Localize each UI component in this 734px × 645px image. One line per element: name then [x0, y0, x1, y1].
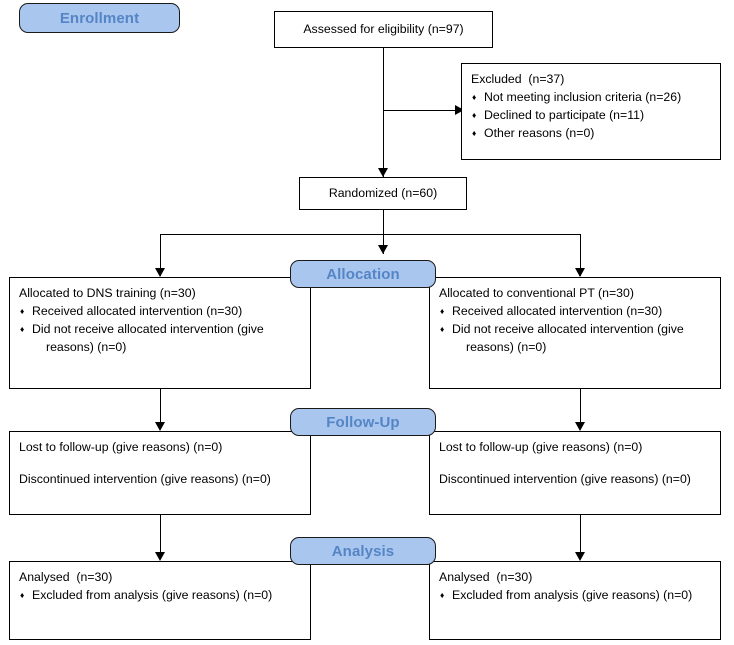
list-item: ♦ Did not receive allocated intervention…	[439, 321, 711, 356]
connector-randomized-down	[383, 209, 384, 254]
excluded-reason-list: ♦ Not meeting inclusion criteria (n=26) …	[471, 89, 711, 142]
list-item: ♦ Excluded from analysis (give reasons) …	[439, 587, 711, 604]
alloc-left-item-2-continuation: reasons) (n=0)	[46, 339, 127, 354]
list-item: ♦ Received allocated intervention (n=30)	[19, 303, 301, 320]
list-item: ♦ Did not receive allocated intervention…	[19, 321, 301, 356]
arrowhead-to-followup-right	[575, 422, 585, 431]
analysis-left-item-1: Excluded from analysis (give reasons) (n…	[32, 588, 273, 603]
node-analysis-right: Analysed (n=30) ♦ Excluded from analysis…	[429, 561, 721, 640]
node-followup-right: Lost to follow-up (give reasons) (n=0) D…	[429, 431, 721, 515]
node-allocation-left: Allocated to DNS training (n=30) ♦ Recei…	[9, 277, 311, 389]
analysis-right-list: ♦ Excluded from analysis (give reasons) …	[439, 587, 711, 604]
followup-right-line-2: Discontinued intervention (give reasons)…	[439, 472, 691, 487]
connector-split-left-down	[160, 234, 161, 276]
alloc-left-item-1: Received allocated intervention (n=30)	[32, 304, 243, 319]
connector-assessed-down	[383, 47, 384, 177]
arrowhead-to-excluded	[455, 105, 464, 115]
diamond-bullet-icon: ♦	[472, 128, 477, 139]
stage-banner-allocation: Allocation	[290, 260, 436, 288]
node-excluded: Excluded (n=37) ♦ Not meeting inclusion …	[461, 63, 721, 160]
alloc-left-list: ♦ Received allocated intervention (n=30)…	[19, 303, 301, 356]
diamond-bullet-icon: ♦	[20, 590, 25, 601]
arrowhead-to-alloc-right	[575, 268, 585, 277]
list-item: ♦ Declined to participate (n=11)	[471, 107, 711, 124]
stage-label-followup: Follow-Up	[326, 413, 400, 431]
list-item: ♦ Other reasons (n=0)	[471, 125, 711, 142]
connector-split-right-down	[580, 234, 581, 276]
arrowhead-randomized-split	[378, 245, 388, 254]
node-assessed-for-eligibility: Assessed for eligibility (n=97)	[274, 11, 493, 48]
list-item: ♦ Received allocated intervention (n=30)	[439, 303, 711, 320]
excluded-reason-3: Other reasons (n=0)	[484, 126, 595, 141]
stage-banner-followup: Follow-Up	[290, 408, 436, 436]
alloc-left-title: Allocated to DNS training (n=30)	[19, 286, 196, 300]
arrowhead-to-analysis-right	[575, 552, 585, 561]
alloc-right-item-2: Did not receive allocated intervention (…	[452, 322, 684, 337]
node-allocation-right: Allocated to conventional PT (n=30) ♦ Re…	[429, 277, 721, 389]
randomized-text: Randomized (n=60)	[328, 185, 438, 200]
stage-banner-enrollment: Enrollment	[19, 3, 180, 33]
followup-left-spacer	[19, 456, 301, 471]
stage-label-allocation: Allocation	[326, 265, 400, 283]
stage-banner-analysis: Analysis	[290, 537, 436, 565]
diamond-bullet-icon: ♦	[20, 306, 25, 317]
diamond-bullet-icon: ♦	[472, 110, 477, 121]
connector-split-horizontal	[160, 234, 580, 235]
arrowhead-to-followup-left	[155, 422, 165, 431]
excluded-reason-2: Declined to participate (n=11)	[484, 108, 645, 123]
alloc-left-item-2: Did not receive allocated intervention (…	[32, 322, 264, 337]
analysis-left-title: Analysed (n=30)	[19, 570, 113, 584]
list-item: ♦ Excluded from analysis (give reasons) …	[19, 587, 301, 604]
node-followup-left: Lost to follow-up (give reasons) (n=0) D…	[9, 431, 311, 515]
connector-alloc-right-down	[580, 389, 581, 427]
connector-followup-right-down	[580, 515, 581, 557]
followup-right-line-1: Lost to follow-up (give reasons) (n=0)	[439, 440, 643, 454]
diamond-bullet-icon: ♦	[440, 306, 445, 317]
connector-alloc-left-down	[160, 389, 161, 427]
alloc-right-item-1: Received allocated intervention (n=30)	[452, 304, 663, 319]
followup-left-line-1: Lost to follow-up (give reasons) (n=0)	[19, 440, 223, 454]
connector-followup-left-down	[160, 515, 161, 557]
analysis-right-title: Analysed (n=30)	[439, 570, 533, 584]
node-randomized: Randomized (n=60)	[299, 177, 467, 210]
list-item: ♦ Not meeting inclusion criteria (n=26)	[471, 89, 711, 106]
diamond-bullet-icon: ♦	[440, 590, 445, 601]
connector-to-excluded	[383, 110, 461, 111]
diamond-bullet-icon: ♦	[20, 324, 25, 335]
excluded-reason-1: Not meeting inclusion criteria (n=26)	[484, 90, 682, 105]
stage-label-enrollment: Enrollment	[59, 9, 140, 27]
arrowhead-to-randomized	[378, 168, 388, 177]
analysis-right-item-1: Excluded from analysis (give reasons) (n…	[452, 588, 693, 603]
followup-right-spacer	[439, 456, 711, 471]
node-analysis-left: Analysed (n=30) ♦ Excluded from analysis…	[9, 561, 311, 640]
excluded-title: Excluded (n=37)	[471, 72, 565, 86]
assessed-text: Assessed for eligibility (n=97)	[303, 21, 464, 36]
followup-left-line-2: Discontinued intervention (give reasons)…	[19, 472, 271, 487]
arrowhead-to-analysis-left	[155, 552, 165, 561]
arrowhead-to-alloc-left	[155, 268, 165, 277]
diamond-bullet-icon: ♦	[440, 324, 445, 335]
analysis-left-list: ♦ Excluded from analysis (give reasons) …	[19, 587, 301, 604]
alloc-right-title: Allocated to conventional PT (n=30)	[439, 286, 634, 300]
alloc-right-item-2-continuation: reasons) (n=0)	[466, 339, 547, 354]
alloc-right-list: ♦ Received allocated intervention (n=30)…	[439, 303, 711, 356]
stage-label-analysis: Analysis	[331, 542, 395, 560]
diamond-bullet-icon: ♦	[472, 92, 477, 103]
